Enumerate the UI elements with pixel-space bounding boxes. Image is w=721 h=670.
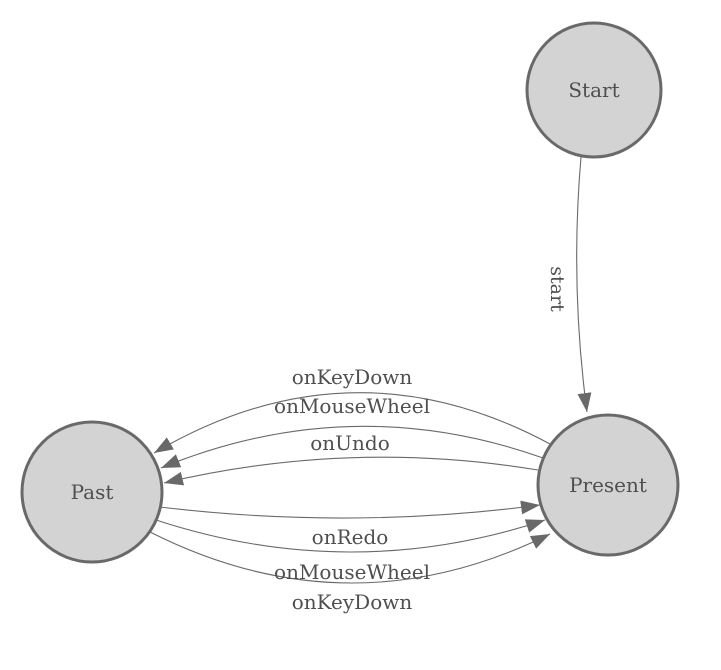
- edge-past-to-present-onredo: [159, 500, 541, 519]
- edge-start-to-present: [576, 156, 592, 413]
- state-node-past-label: Past: [71, 480, 114, 504]
- nodes: [20, 21, 680, 564]
- edge-label-onredo: onRedo: [312, 525, 389, 549]
- state-node-past: [20, 420, 164, 564]
- edge-label-start: start: [546, 266, 568, 312]
- edge-present-to-past-onundo: [163, 456, 539, 486]
- edge-label-onmousewheel-top: onMouseWheel: [274, 394, 430, 418]
- edges: [149, 156, 592, 584]
- state-node-present: [536, 413, 680, 557]
- edge-labels: start onKeyDown onMouseWheel onUndo onRe…: [274, 266, 568, 614]
- edge-label-onkeydown-bottom: onKeyDown: [292, 590, 413, 614]
- state-node-start: [525, 21, 663, 159]
- edge-past-to-present-onkeydown: [149, 531, 551, 584]
- edge-label-onmousewheel-bottom: onMouseWheel: [274, 560, 430, 584]
- edge-label-onkeydown-top: onKeyDown: [292, 365, 413, 389]
- edge-present-to-past-onkeydown: [153, 392, 551, 454]
- edge-past-to-present-onmousewheel: [155, 519, 546, 553]
- state-node-present-label: Present: [569, 473, 647, 497]
- edge-present-to-past-onmousewheel: [160, 425, 544, 469]
- node-labels: Start Present Past: [71, 78, 647, 504]
- state-node-start-label: Start: [568, 78, 619, 102]
- edge-label-onundo: onUndo: [310, 431, 390, 455]
